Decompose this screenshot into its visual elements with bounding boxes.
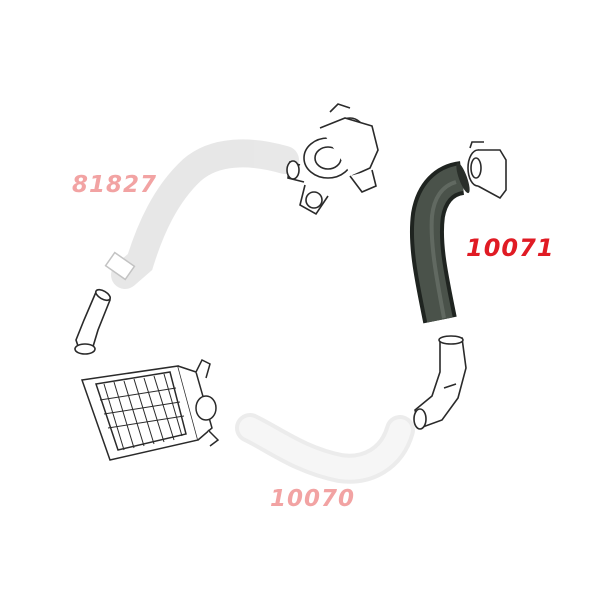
hose-81827[interactable]	[104, 139, 299, 289]
part-number-10070: 10070	[270, 486, 356, 512]
intake-pipe-part[interactable]	[413, 335, 467, 430]
turbocharger-part[interactable]	[286, 103, 379, 216]
hose-10071[interactable]	[409, 161, 472, 324]
part-number-81827: 81827	[72, 172, 158, 198]
intercooler-part[interactable]	[80, 358, 220, 461]
coupler-part-upper[interactable]	[467, 141, 507, 200]
part-number-10071: 10071	[466, 234, 555, 262]
hose-10070[interactable]	[235, 413, 415, 484]
small-hose-part[interactable]	[74, 288, 112, 355]
